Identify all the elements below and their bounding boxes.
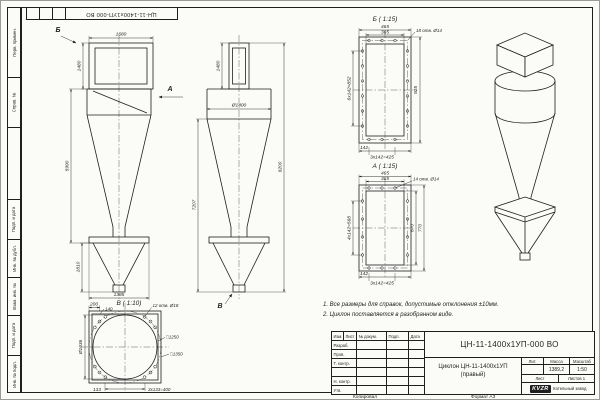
mass-value: 1389,2 xyxy=(544,365,570,374)
dim-text: 770 xyxy=(418,224,424,232)
detail-view-a: А ( 1:15) 14 отв. Ø14 465 365 670 xyxy=(347,163,440,287)
dim-text: Ø1400 xyxy=(231,103,247,109)
dim-text: 142 xyxy=(360,145,368,151)
stamp-sprav-no: Справ. № xyxy=(8,78,20,128)
view-marker-a: А xyxy=(166,86,172,93)
mass-label: Масса xyxy=(544,358,570,364)
dim-text: □1250 xyxy=(166,335,179,340)
lit-mass-scale-labels: Лит. Масса Масштаб xyxy=(522,358,594,365)
view-title: А ( 1:15) xyxy=(372,163,398,170)
scale-value: 1:50 xyxy=(577,366,587,373)
dim-text: 133 xyxy=(93,387,101,393)
detail-view-v: В ( 1:10) 200 140 12 отв. Ø18 □1250 □135… xyxy=(78,300,183,393)
lit-label: Лит. xyxy=(522,358,544,364)
company-name: Котельный завод xyxy=(553,386,587,391)
col-izm: Изм. xyxy=(333,332,344,340)
drawing-name-line1: Циклон ЦН-11-1400х1УП xyxy=(438,364,508,370)
stamp-perv-primen: Перв. примен. xyxy=(8,8,20,78)
header-row: Изм. Лист № докум. Подп. Дата xyxy=(332,332,424,341)
dim-text: 1385 xyxy=(114,292,125,298)
dim-text: 1480 xyxy=(216,60,222,71)
dim-text: 4х142=568 xyxy=(347,216,353,240)
dim-text: 142 xyxy=(360,271,368,277)
dim-text: 1480 xyxy=(77,60,83,71)
stamp-cell xyxy=(27,8,40,19)
dim-text: 200 xyxy=(89,302,98,308)
bolt-holes xyxy=(93,315,157,379)
holes-note: 18 отв. Ø14 xyxy=(416,28,442,33)
row-blank xyxy=(332,368,424,377)
col-doc: № докум. xyxy=(357,332,387,340)
format-label: Формат А3 xyxy=(471,395,496,400)
title-block: Изм. Лист № докум. Подп. Дата Разраб. Пр… xyxy=(331,331,595,395)
stamp-spacer xyxy=(8,128,20,200)
title-block-revision-grid: Изм. Лист № докум. Подп. Дата Разраб. Пр… xyxy=(332,332,425,394)
note-line-1: 1. Все размеры для справок, допустимые о… xyxy=(323,302,499,308)
dim-text: 465 xyxy=(381,171,389,177)
drawing-name: Циклон ЦН-11-1400х1УП (правый) xyxy=(425,358,522,394)
front-view: 1680 1480 5990 1810 1385 Б А xyxy=(56,27,183,300)
stamp-vzam-inv: Взам. инв. № xyxy=(8,278,20,316)
stamp-cell xyxy=(40,8,53,19)
sheet-label: Лист xyxy=(522,375,559,382)
dim-text: 670 xyxy=(410,224,416,232)
scale-label: Масштаб xyxy=(573,358,591,364)
top-designation-stamp: ЦН-11-1400х1УП-000 ВО xyxy=(26,7,178,20)
side-view: Ø1400 1480 9200 7207 В xyxy=(192,35,286,310)
stamp-inv-dubl: Инв. № дубл. xyxy=(8,240,20,278)
row-razrab: Разраб. xyxy=(332,341,424,350)
detail-view-b: Б ( 1:15) 18 отв. Ø14 465 365 925 xyxy=(347,16,443,161)
sheet-row: Лист Листов 1 xyxy=(522,375,594,383)
dim-text: 9200 xyxy=(278,161,284,172)
dim-text: 3х133=400 xyxy=(148,387,171,392)
holes-note: 12 отв. Ø18 xyxy=(153,303,179,308)
dim-text: 6х142=852 xyxy=(347,76,353,100)
drawing-designation: ЦН-11-1400х1УП-000 ВО xyxy=(425,332,594,358)
row-nkontr: Н. контр. xyxy=(332,377,424,386)
dim-text: 465 xyxy=(381,24,389,30)
view-title: В ( 1:10) xyxy=(117,300,142,307)
note-line-2: 2. Циклон поставляется в разобранном вид… xyxy=(322,312,453,318)
dim-text: 3х142=425 xyxy=(370,281,394,287)
notes: 1. Все размеры для справок, допустимые о… xyxy=(322,302,499,318)
company-logo: KVZR xyxy=(529,384,552,393)
row-utv: Утв. xyxy=(332,386,424,394)
left-stamp-strip: Перв. примен. Справ. № Подп. и дата Инв.… xyxy=(7,7,21,393)
dim-text: 925 xyxy=(413,86,419,94)
sheets-label: Листов 1 xyxy=(567,376,586,381)
lit-mass-scale-values: 1389,2 1:50 xyxy=(522,365,594,375)
isometric-view xyxy=(493,32,557,261)
dim-text: 140 xyxy=(105,307,113,312)
view-marker-v: В xyxy=(217,303,222,310)
dim-text: 7207 xyxy=(192,199,198,210)
dim-text: 365 xyxy=(381,176,389,182)
drawing-name-line2: (правый) xyxy=(460,372,486,379)
dim-text: 365 xyxy=(381,30,389,36)
dim-text: □1350 xyxy=(170,352,183,357)
title-block-right: ЦН-11-1400х1УП-000 ВО Циклон ЦН-11-1400х… xyxy=(425,332,594,394)
dim-text: 1680 xyxy=(116,32,127,38)
holes-note: 14 отв. Ø14 xyxy=(413,177,439,182)
dim-text: 1810 xyxy=(76,261,82,272)
col-list: Лист xyxy=(344,332,357,340)
col-podp: Подп. xyxy=(387,332,409,340)
dim-text: 5990 xyxy=(65,160,71,171)
view-marker-b: Б xyxy=(56,27,61,34)
stamp-cell xyxy=(53,8,66,19)
copied-by-label: Копировал xyxy=(353,395,378,400)
stamp-podp-data-1: Подп. и дата xyxy=(8,200,20,240)
dim-text: Ø1636 xyxy=(78,339,84,355)
col-data: Дата xyxy=(410,333,420,339)
row-tkontr: Т. контр. xyxy=(332,359,424,368)
row-prov: Пров. xyxy=(332,350,424,359)
dim-text: 3х142=425 xyxy=(370,155,394,161)
company-cell: KVZR Котельный завод xyxy=(522,383,594,394)
view-title: Б ( 1:15) xyxy=(373,16,398,23)
bolt-holes xyxy=(360,38,410,142)
stamp-podp-data-2: Подп. и дата xyxy=(8,316,20,356)
sheet-frame xyxy=(21,7,593,393)
lit-value xyxy=(522,365,544,374)
